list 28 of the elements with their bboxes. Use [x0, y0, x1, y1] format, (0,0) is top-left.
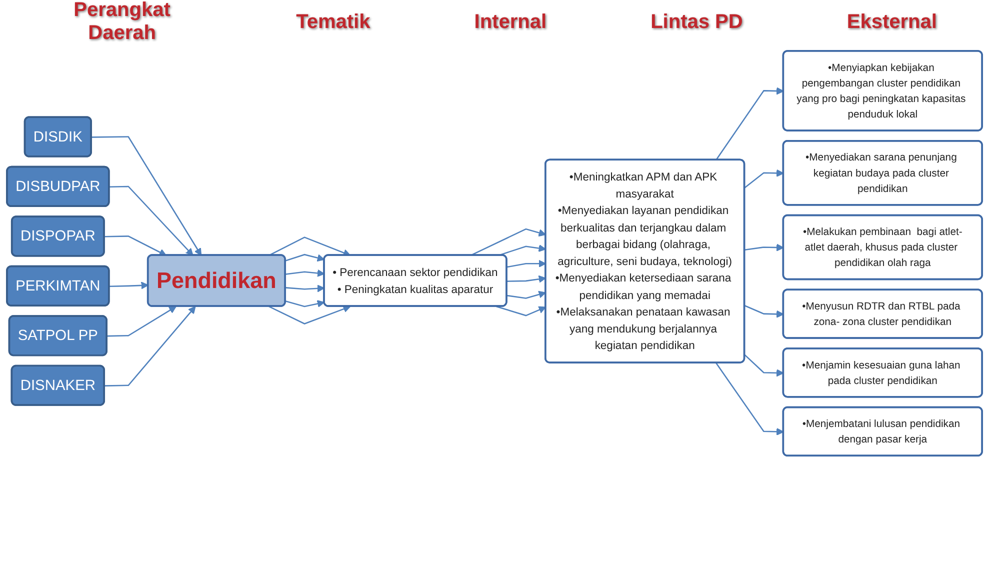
arrow [506, 275, 546, 283]
arrow [744, 305, 784, 318]
arrow [268, 305, 351, 324]
arrow [506, 290, 546, 299]
column-heading: Tematik [296, 10, 370, 34]
arrow [744, 169, 784, 188]
arrow [496, 306, 546, 316]
arrow [506, 260, 546, 268]
arrow [109, 186, 194, 256]
arrow [744, 354, 784, 377]
column-heading: Eksternal [846, 10, 937, 34]
column-heading: Internal [474, 10, 547, 34]
arrow [268, 236, 351, 256]
arrow [92, 136, 202, 256]
arrow [470, 228, 546, 256]
arrow [716, 362, 784, 436]
arrow [104, 236, 167, 256]
column-heading: Lintas PD [650, 10, 743, 34]
arrow [285, 300, 325, 308]
column-heading: Perangkat Daerah [72, 0, 172, 45]
arrow [285, 284, 325, 292]
arrow [716, 87, 784, 160]
arrow [104, 306, 196, 386]
arrow [285, 269, 325, 277]
arrow [109, 282, 149, 290]
arrow [285, 254, 325, 262]
arrow [744, 244, 784, 252]
arrow [107, 306, 176, 337]
